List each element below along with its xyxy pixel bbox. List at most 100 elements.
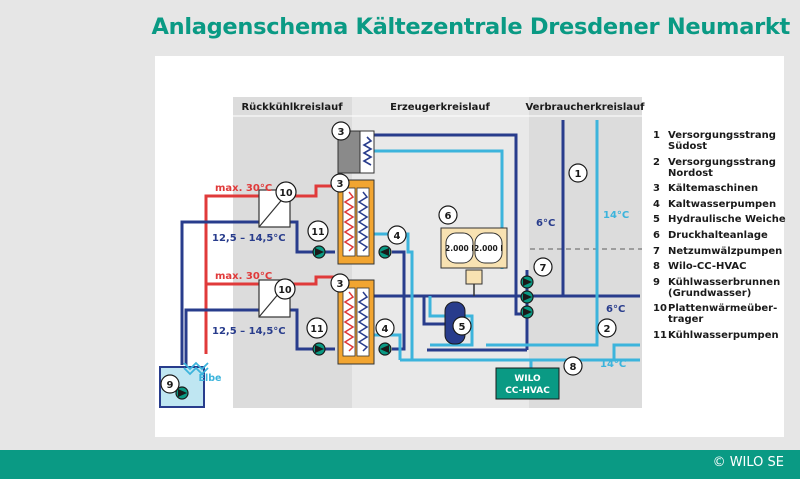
legend-item-text: Kältemaschinen bbox=[668, 183, 759, 195]
temp-range-top: 12,5 – 14,5°C bbox=[212, 233, 286, 244]
marker-10a: 10 bbox=[275, 181, 297, 203]
wilo-box-line2: CC-HVAC bbox=[505, 386, 550, 396]
legend-item: 3 Kältemaschinen bbox=[653, 183, 788, 194]
dark-blue-lines bbox=[180, 120, 640, 365]
temp-max-top: max. 30°C bbox=[215, 183, 272, 194]
pump-icon bbox=[175, 386, 189, 400]
legend-item: 7 Netzumwälzpumpen bbox=[653, 246, 788, 257]
marker-1: 1 bbox=[568, 163, 588, 183]
pump-icons bbox=[175, 245, 534, 400]
svg-text:8: 8 bbox=[570, 362, 577, 373]
svg-text:11: 11 bbox=[311, 227, 324, 238]
marker-11b: 11 bbox=[306, 317, 328, 339]
marker-8: 8 bbox=[563, 356, 583, 376]
legend-item-number: 5 bbox=[653, 214, 660, 226]
footer-bar: © WILO SE bbox=[0, 450, 800, 479]
legend-item-number: 10 bbox=[653, 303, 667, 315]
page-title: Anlagenschema Kältezentrale Dresdener Ne… bbox=[151, 14, 791, 40]
legend-item-text: Versorgungsstrang Südost bbox=[668, 130, 776, 152]
temp-6-bottom: 6°C bbox=[606, 304, 625, 315]
chiller-orange-1 bbox=[337, 179, 375, 265]
marker-10b: 10 bbox=[274, 278, 296, 300]
legend-item: 2 Versorgungsstrang Nordost bbox=[653, 157, 788, 179]
marker-group: 1 2 3 3 3 4 4 5 bbox=[160, 121, 617, 394]
svg-text:9: 9 bbox=[167, 380, 174, 391]
legend-item-number: 7 bbox=[653, 245, 660, 257]
svg-text:10: 10 bbox=[278, 285, 292, 296]
temp-14-top: 14°C bbox=[603, 210, 629, 221]
temp-range-bottom: 12,5 – 14,5°C bbox=[212, 326, 286, 337]
temp-max-bottom: max. 30°C bbox=[215, 271, 272, 282]
svg-text:2: 2 bbox=[604, 324, 611, 335]
legend-item-number: 4 bbox=[653, 198, 660, 210]
pump-icon bbox=[520, 290, 534, 304]
tank-label-1: 2.000 l bbox=[445, 244, 474, 253]
svg-text:3: 3 bbox=[337, 279, 344, 290]
legend-item-number: 8 bbox=[653, 261, 660, 273]
marker-9: 9 bbox=[160, 374, 180, 394]
legend-item-text: Versorgungsstrang Nordost bbox=[668, 156, 776, 179]
section-label-erzeuger: Erzeugerkreislauf bbox=[390, 102, 490, 113]
legend-item: 6 Druckhalteanlage bbox=[653, 230, 788, 241]
marker-11a: 11 bbox=[307, 220, 329, 242]
legend-item-text: Kühlwasserbrunnen (Grundwasser) bbox=[668, 276, 781, 299]
pump-icon bbox=[312, 342, 326, 356]
legend-item-number: 11 bbox=[653, 329, 667, 341]
svg-text:4: 4 bbox=[382, 324, 389, 335]
svg-text:4: 4 bbox=[394, 231, 401, 242]
marker-2: 2 bbox=[597, 318, 617, 338]
legend-item: 9 Kühlwasserbrunnen (Grundwasser) bbox=[653, 277, 788, 299]
section-label-rueckkuehl: Rückkühlkreislauf bbox=[241, 102, 343, 113]
svg-text:5: 5 bbox=[459, 322, 466, 333]
pump-icon bbox=[312, 245, 326, 259]
legend-item-text: Netzumwälzpumpen bbox=[668, 245, 783, 257]
marker-5: 5 bbox=[452, 316, 472, 336]
legend: 1 Versorgungsstrang Südost 2 Versorgungsstr… bbox=[653, 130, 788, 346]
legend-item-number: 9 bbox=[653, 276, 660, 288]
pump-icon bbox=[520, 305, 534, 319]
marker-4b: 4 bbox=[375, 318, 395, 338]
hot-lines bbox=[204, 184, 340, 354]
section-label-verbraucher: Verbraucherkreislauf bbox=[525, 102, 645, 113]
pressure-maintenance-unit bbox=[440, 227, 508, 296]
legend-item: 4 Kaltwasserpumpen bbox=[653, 199, 788, 210]
legend-item-text: Kaltwasserpumpen bbox=[668, 198, 777, 210]
marker-7: 7 bbox=[533, 257, 553, 277]
marker-3a: 3 bbox=[331, 121, 351, 141]
marker-4a: 4 bbox=[387, 225, 407, 245]
marker-3c: 3 bbox=[330, 273, 350, 293]
tank-label-2: 2.000 l bbox=[474, 244, 503, 253]
legend-item: 1 Versorgungsstrang Südost bbox=[653, 130, 788, 152]
temp-6-top: 6°C bbox=[536, 218, 555, 229]
svg-text:6: 6 bbox=[445, 211, 452, 222]
pump-icon bbox=[520, 275, 534, 289]
legend-item-number: 3 bbox=[653, 183, 660, 195]
legend-item-number: 1 bbox=[653, 130, 660, 141]
temp-14-bottom: 14°C bbox=[600, 359, 626, 370]
legend-item-text: Hydraulische Weiche bbox=[668, 214, 786, 226]
zone-verbraucher bbox=[529, 97, 642, 408]
wilo-cc-hvac-box bbox=[495, 367, 560, 400]
legend-item-number: 2 bbox=[653, 156, 660, 168]
elbe-label: Elbe bbox=[199, 373, 222, 384]
legend-item-text: Kühlwasserpumpen bbox=[668, 329, 779, 341]
pump-icon bbox=[378, 342, 392, 356]
chiller-orange-2 bbox=[337, 279, 375, 365]
legend-item-text: Plattenwärmeüber-trager bbox=[668, 303, 778, 326]
marker-3b: 3 bbox=[330, 173, 350, 193]
pump-icon bbox=[378, 245, 392, 259]
copyright-label: © WILO SE bbox=[712, 455, 784, 470]
svg-text:10: 10 bbox=[279, 188, 293, 199]
chiller-grey bbox=[337, 130, 375, 174]
svg-text:3: 3 bbox=[338, 127, 345, 138]
svg-text:7: 7 bbox=[540, 263, 547, 274]
svg-text:11: 11 bbox=[310, 324, 323, 335]
legend-item-text: Druckhalteanlage bbox=[668, 229, 768, 241]
legend-item: 5 Hydraulische Weiche bbox=[653, 214, 788, 225]
legend-item-number: 6 bbox=[653, 229, 660, 241]
marker-6: 6 bbox=[438, 205, 458, 225]
